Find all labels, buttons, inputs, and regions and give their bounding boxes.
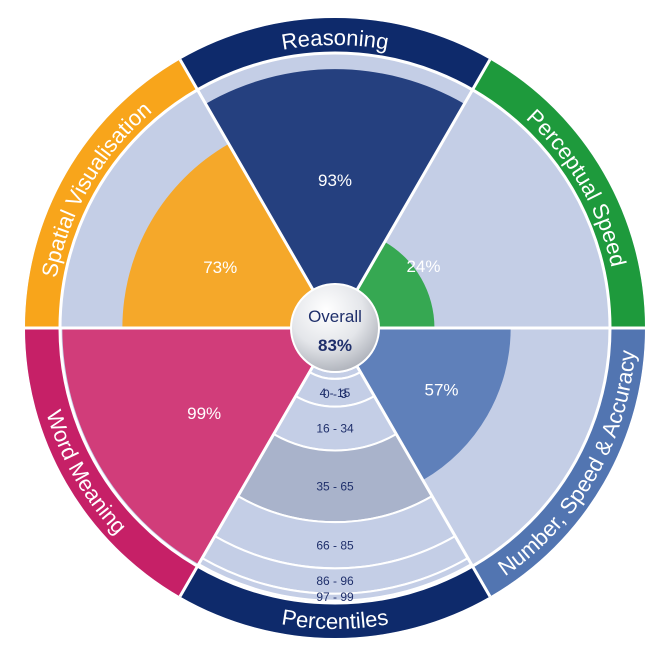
category-sectors bbox=[62, 69, 511, 565]
ring-label-percentiles: Percentiles bbox=[280, 604, 390, 634]
percentile-band-label-4: 35 - 65 bbox=[316, 479, 354, 493]
separator-lines bbox=[25, 51, 645, 605]
percentile-band-label-3: 16 - 34 bbox=[316, 422, 354, 436]
category-value-labels: 93% 24% 57% 99% 73% bbox=[187, 171, 458, 423]
value-label-spatial-visualisation: 73% bbox=[203, 258, 237, 277]
spoke-2 bbox=[355, 58, 492, 291]
overall-label: Overall bbox=[308, 307, 362, 326]
sector-reasoning bbox=[205, 69, 465, 290]
spoke-5 bbox=[178, 365, 315, 598]
overall-circle bbox=[290, 283, 380, 373]
percentile-band-label-7: 97 - 99 bbox=[316, 590, 354, 604]
value-label-word-meaning: 99% bbox=[187, 404, 221, 423]
percentile-band-label-5: 66 - 85 bbox=[316, 538, 354, 552]
overall-badge: Overall 83% bbox=[290, 283, 380, 373]
overall-value: 83% bbox=[318, 336, 352, 355]
value-label-perceptual-speed: 24% bbox=[406, 257, 440, 276]
percentile-band-label-6: 86 - 96 bbox=[316, 574, 354, 588]
percentile-band-label-1: 0 - 3 bbox=[323, 387, 347, 401]
spoke-1 bbox=[178, 58, 315, 291]
sector-number-speed-accuracy bbox=[357, 328, 511, 481]
sector-perceptual-speed bbox=[357, 241, 435, 328]
ring-segment-percentiles bbox=[180, 566, 490, 638]
spoke-4 bbox=[355, 365, 492, 598]
percentile-band-labels: 0 - 34 - 15 16 - 34 35 - 65 66 - 85 86 - 96 9… bbox=[316, 386, 354, 604]
value-label-number-speed-accuracy: 57% bbox=[425, 381, 459, 400]
percentile-band-label-2: 4 - 15 bbox=[320, 386, 351, 400]
ring-label-reasoning: Reasoning bbox=[280, 25, 391, 55]
percentile-bands bbox=[197, 364, 473, 602]
sector-spatial-visualisation bbox=[122, 143, 314, 328]
ring-segment-reasoning bbox=[180, 17, 490, 90]
value-label-reasoning: 93% bbox=[318, 171, 352, 190]
sector-word-meaning bbox=[62, 328, 314, 565]
